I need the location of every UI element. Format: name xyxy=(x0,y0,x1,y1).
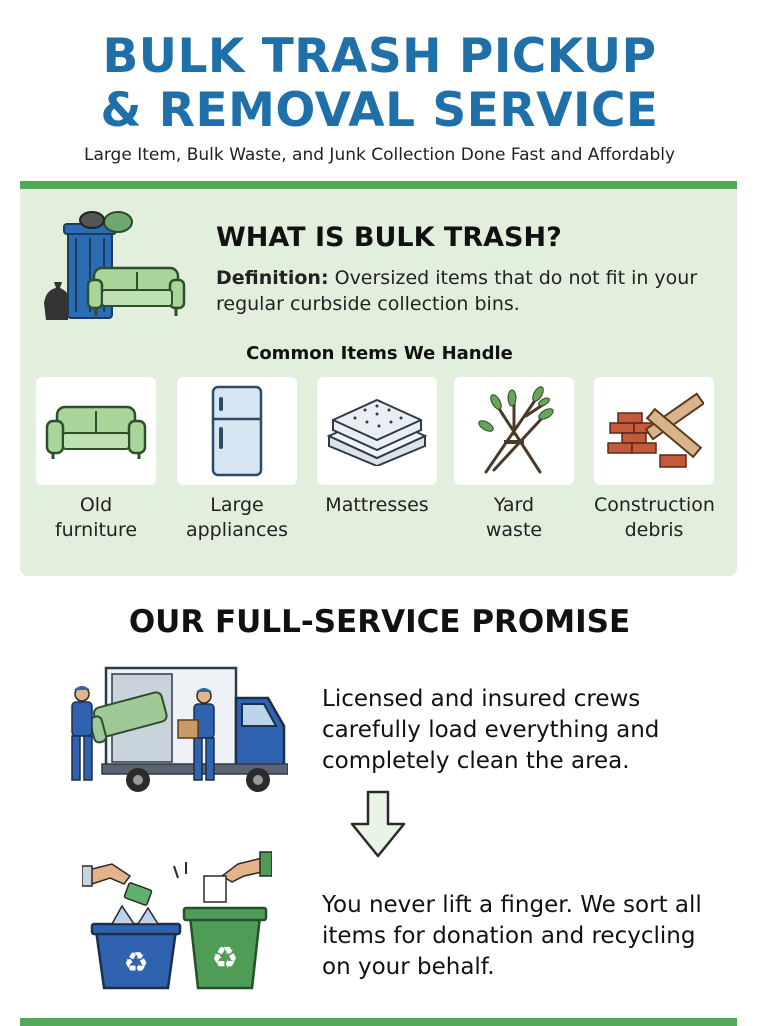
recycling-bins-icon: ♻ ♻ xyxy=(82,851,272,990)
common-items-list: Old furniture Large appliances xyxy=(36,377,726,547)
promise-title: OUR FULL-SERVICE PROMISE xyxy=(128,604,631,640)
promise-step-1: Licensed and insured crews carefully loa… xyxy=(322,686,660,774)
item-construction-debris: Construction debris xyxy=(594,377,718,543)
definition-body: Oversized items that do not fit in your … xyxy=(216,267,698,315)
item-label: Construction debris xyxy=(594,493,715,543)
item-card xyxy=(454,377,574,485)
down-arrow-icon xyxy=(350,790,406,858)
title-line-2: & REMOVAL SERVICE xyxy=(100,83,659,138)
item-label-line1: Construction xyxy=(594,494,715,516)
trash-can-couch-icon xyxy=(44,211,186,320)
item-label: Yard waste xyxy=(454,493,574,543)
page-title: BULK TRASH PICKUP & REMOVAL SERVICE xyxy=(0,30,759,138)
item-old-furniture: Old furniture xyxy=(36,377,160,543)
item-label-line2: appliances xyxy=(185,519,289,541)
branches-icon xyxy=(478,386,554,474)
title-line-1: BULK TRASH PICKUP xyxy=(102,29,657,84)
bricks-wood-icon xyxy=(607,392,704,468)
item-label-line1: Old xyxy=(79,494,113,516)
item-label-line1: Large xyxy=(210,494,264,516)
item-card xyxy=(317,377,437,485)
couch-icon xyxy=(45,405,147,459)
item-card xyxy=(36,377,156,485)
svg-text:♻: ♻ xyxy=(212,941,239,976)
item-label-line1: Mattresses xyxy=(325,494,429,516)
moving-truck-crew-icon xyxy=(71,666,288,792)
item-mattresses: Mattresses xyxy=(317,377,441,518)
item-label: Large appliances xyxy=(177,493,297,543)
item-label: Old furniture xyxy=(36,493,156,543)
item-label: Mattresses xyxy=(317,493,437,518)
item-label-line2: furniture xyxy=(54,519,138,541)
item-label-line2: waste xyxy=(485,519,543,541)
item-card xyxy=(594,377,714,485)
definition-text: Definition: Oversized items that do not … xyxy=(216,265,706,317)
bottom-divider xyxy=(20,1018,737,1026)
item-large-appliances: Large appliances xyxy=(177,377,301,543)
promise-step-2: You never lift a finger. We sort all ite… xyxy=(322,892,702,980)
definition-label: Definition: xyxy=(216,267,329,289)
refrigerator-icon xyxy=(211,385,263,477)
item-yard-waste: Yard waste xyxy=(454,377,578,543)
mattress-icon xyxy=(326,398,428,466)
item-card xyxy=(177,377,297,485)
what-is-title: WHAT IS BULK TRASH? xyxy=(216,222,562,253)
item-label-line2: debris xyxy=(624,519,684,541)
item-label-line1: Yard xyxy=(493,494,535,516)
common-items-heading: Common Items We Handle xyxy=(246,343,513,364)
svg-text:♻: ♻ xyxy=(123,946,148,979)
top-divider xyxy=(20,181,737,189)
page-subtitle: Large Item, Bulk Waste, and Junk Collect… xyxy=(83,145,676,165)
